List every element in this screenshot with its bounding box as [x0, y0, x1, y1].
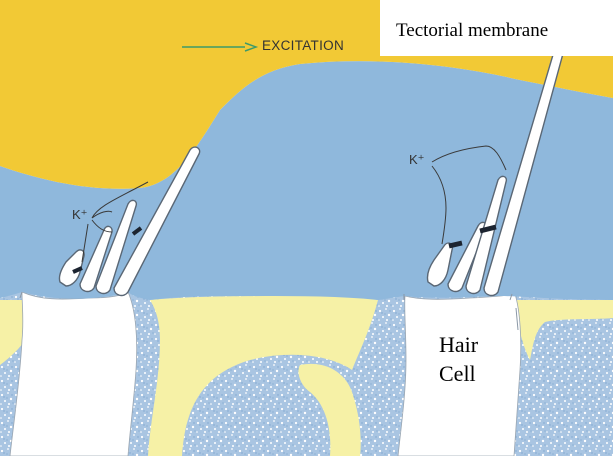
potassium-label-right: K⁺ — [409, 152, 425, 168]
tectorial-membrane-label: Tectorial membrane — [396, 20, 548, 42]
tip-link-right — [449, 243, 462, 246]
hair-cell-body-left — [10, 292, 137, 456]
hair-cell-label: Hair Cell — [439, 330, 478, 388]
hair-cell-label-line2: Cell — [439, 359, 478, 388]
potassium-label-left: K⁺ — [72, 207, 88, 223]
hair-cell-label-line1: Hair — [439, 330, 478, 359]
excitation-label: EXCITATION — [262, 38, 344, 53]
